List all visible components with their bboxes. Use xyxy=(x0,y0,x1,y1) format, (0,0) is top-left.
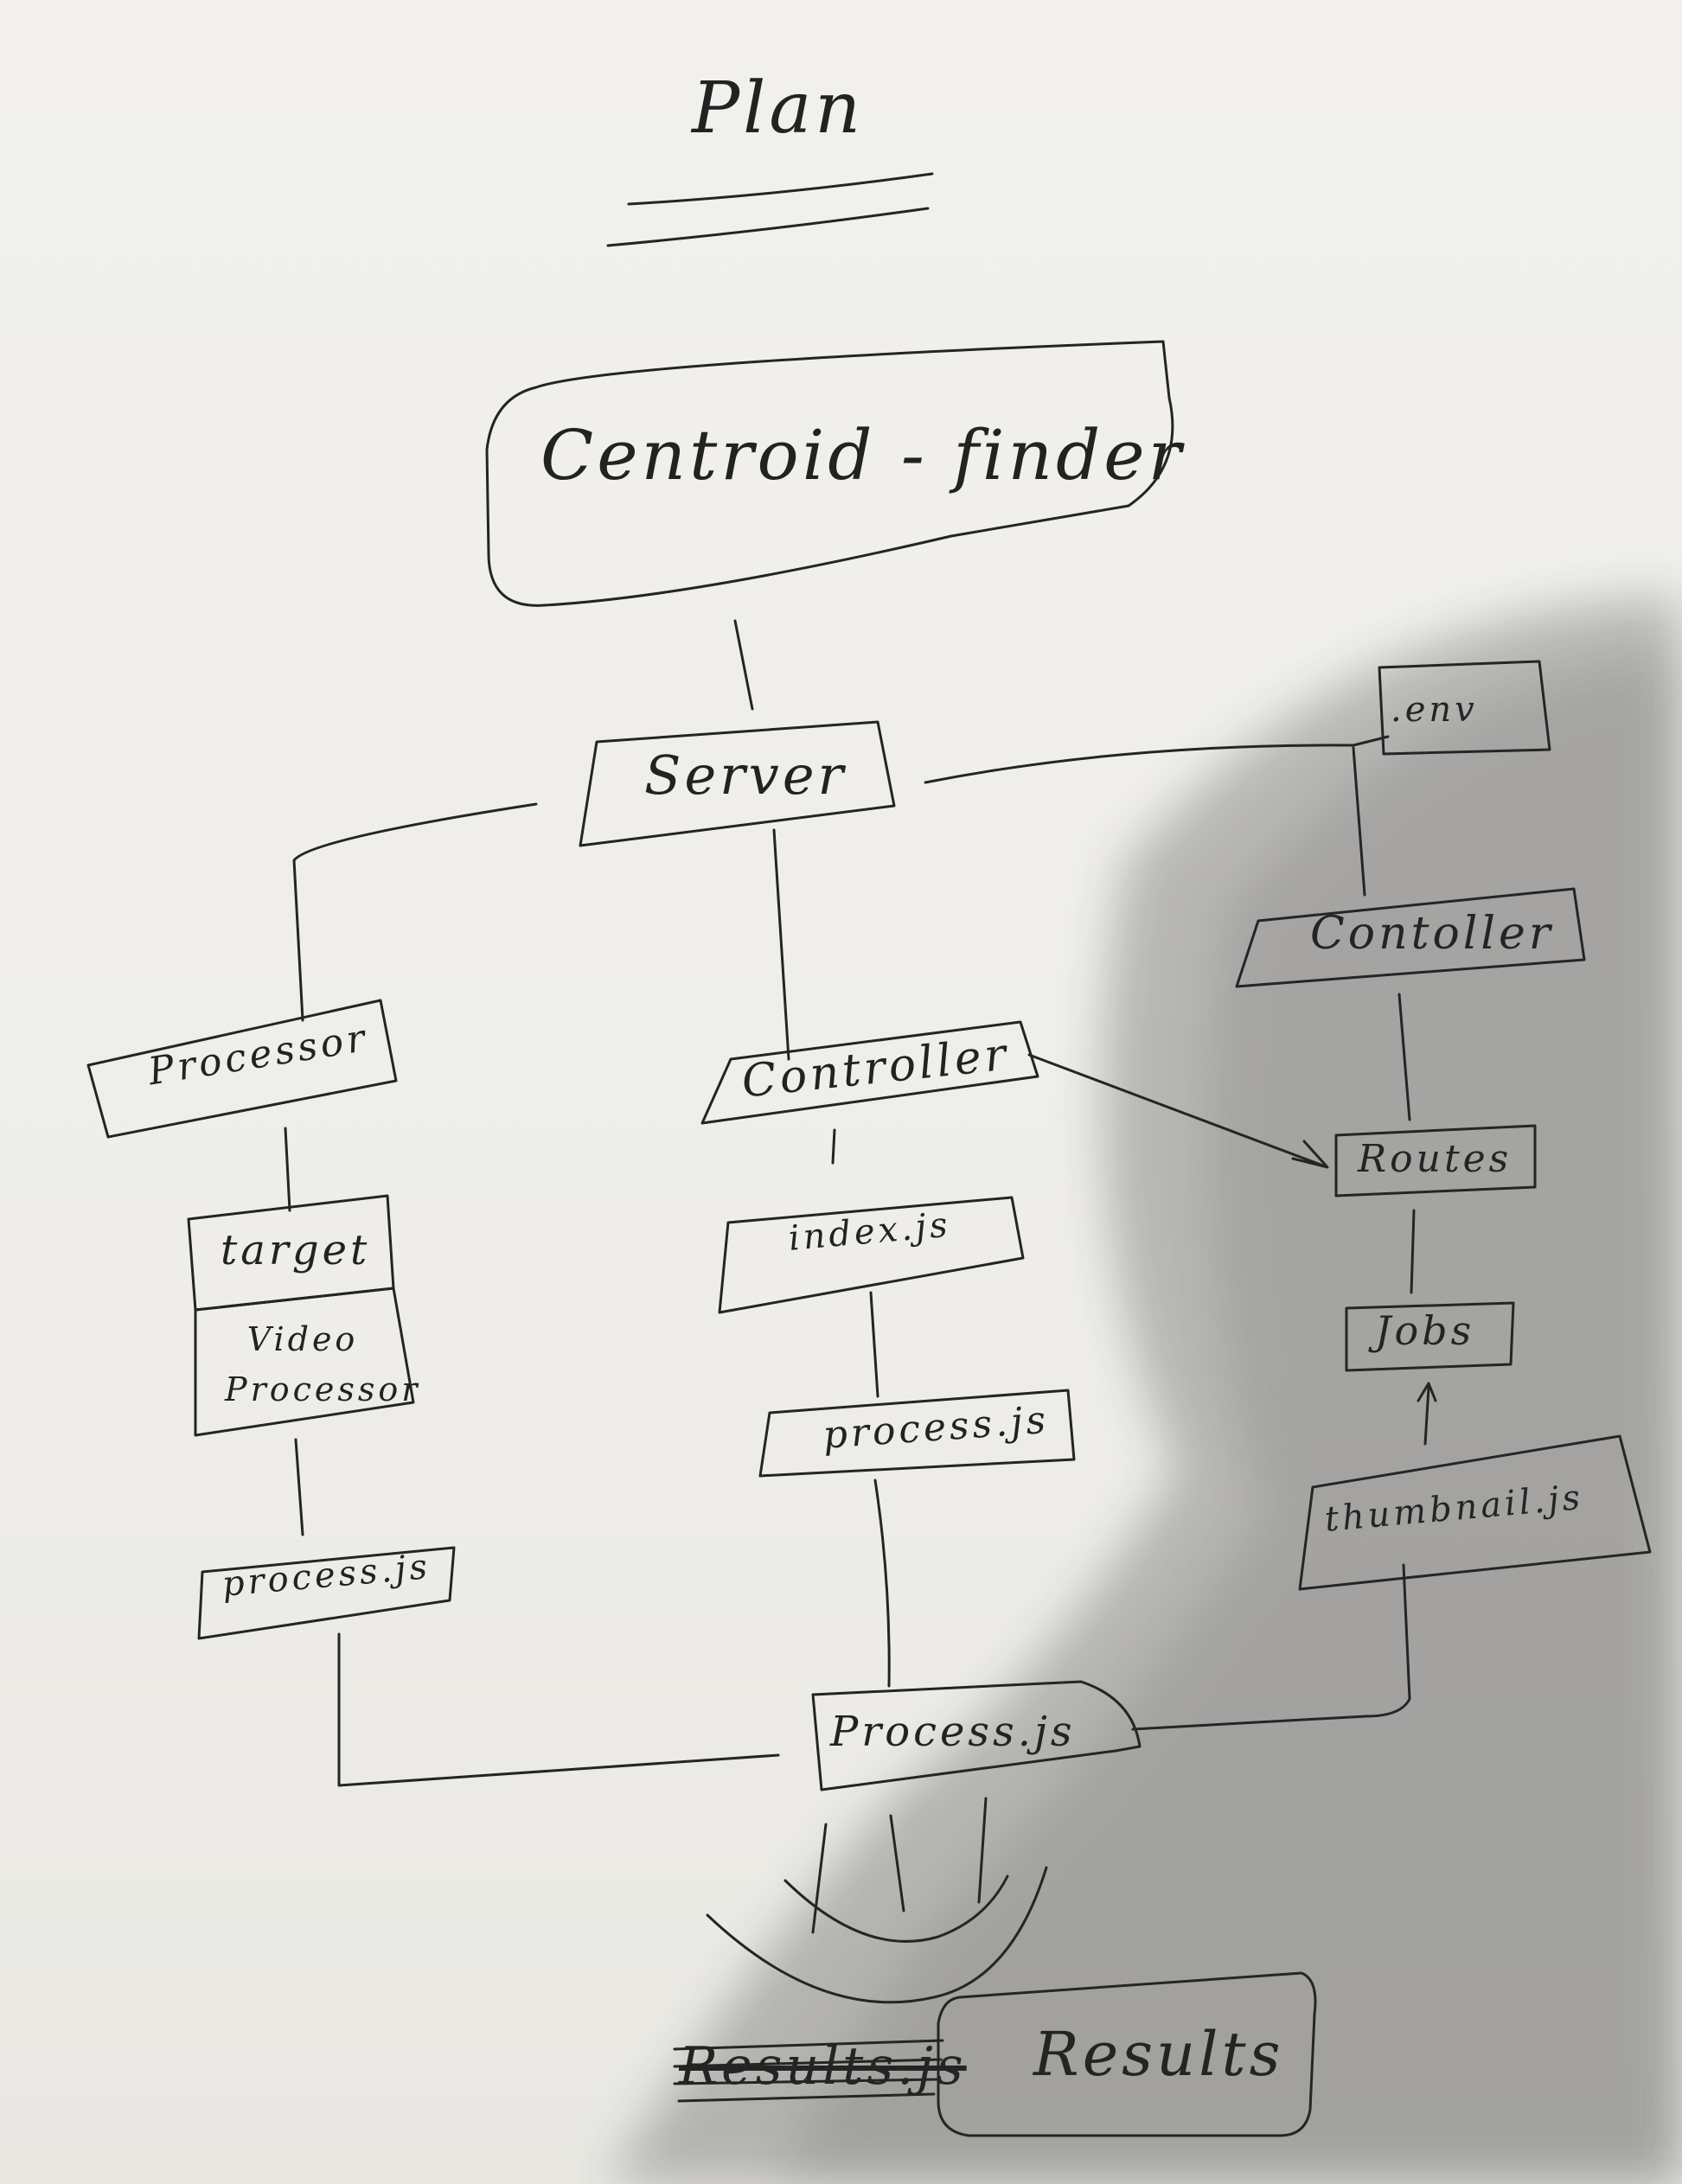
processor-box xyxy=(86,999,398,1139)
contoller-to-routes-line xyxy=(1397,993,1411,1121)
env-to-contoller-line xyxy=(1352,746,1366,897)
root-to-server-line xyxy=(733,619,754,711)
controller-to-routes-arrow xyxy=(1027,1053,1329,1169)
node-routes: Routes xyxy=(1358,1137,1513,1181)
title-underline-1 xyxy=(627,172,934,206)
fan-line-2 xyxy=(889,1814,905,1913)
thumbnail-to-jobs-arrow xyxy=(1417,1382,1437,1446)
server-to-controller-line xyxy=(772,828,790,1061)
controller-to-index-line xyxy=(831,1128,836,1165)
server-to-env-line xyxy=(924,735,1390,784)
node-centroid-finder: Centroid - finder xyxy=(540,415,1185,495)
routes-to-jobs-line xyxy=(1410,1209,1416,1294)
fan-arc-outer xyxy=(706,1866,1048,2004)
node-env: .env xyxy=(1391,690,1478,730)
node-contoller-right: Contoller xyxy=(1310,908,1554,960)
processor-to-target-line xyxy=(284,1127,291,1212)
node-results-struck: Results.js xyxy=(679,2036,967,2097)
process-left-box xyxy=(197,1546,456,1640)
server-to-processor-line xyxy=(292,802,538,1022)
node-results: Results xyxy=(1033,2019,1284,2090)
index-to-process-line xyxy=(869,1291,879,1398)
thumbnail-to-main-line xyxy=(1131,1563,1411,1731)
node-server: Server xyxy=(644,744,847,807)
centroid-finder-box xyxy=(485,340,1174,607)
node-target: target xyxy=(221,1226,371,1274)
node-video-processor: Video Processor xyxy=(225,1320,421,1408)
node-process-main: Process.js xyxy=(830,1708,1076,1756)
video-processor-box xyxy=(194,1287,415,1437)
process-mid-to-main-line xyxy=(873,1478,891,1688)
diagram-title: Plan xyxy=(692,67,865,150)
process-left-to-main-line xyxy=(337,1632,780,1787)
fan-line-3 xyxy=(977,1797,988,1904)
title-underline-2 xyxy=(606,207,930,247)
fan-line-1 xyxy=(811,1823,828,1934)
node-jobs: Jobs xyxy=(1375,1307,1475,1354)
videoproc-to-process-line xyxy=(294,1438,304,1536)
